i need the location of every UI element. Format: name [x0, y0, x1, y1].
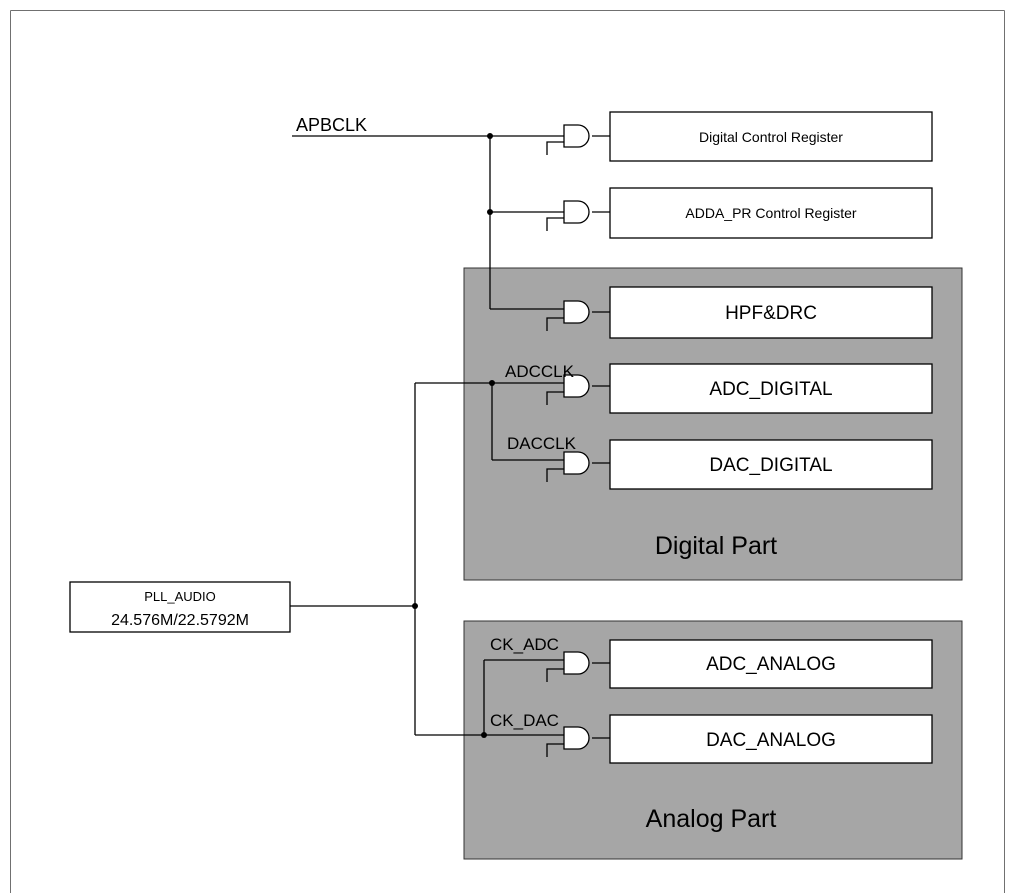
pll-audio-frequency: 24.576M/22.5792M — [111, 612, 249, 629]
outer-frame — [10, 10, 1005, 893]
block-adda-pr-control-register: ADDA_PR Control Register — [609, 187, 933, 239]
junction-dots — [412, 133, 495, 738]
adc-analog-label: ADC_ANALOG — [706, 654, 836, 675]
and-gate-dac-analog — [546, 726, 590, 757]
and-gate-digital-control — [546, 124, 590, 155]
block-hpf-drc: HPF&DRC — [609, 286, 933, 339]
apbclk-label: APBCLK — [296, 115, 367, 135]
dac-digital-label: DAC_DIGITAL — [709, 455, 832, 476]
block-digital-control-register: Digital Control Register — [609, 111, 933, 162]
pll-audio-name: PLL_AUDIO — [144, 589, 216, 604]
and-gate-dac-digital — [546, 451, 590, 482]
and-gate-hpf-drc — [546, 300, 590, 331]
digital-control-register-label: Digital Control Register — [699, 129, 843, 145]
block-adc-analog: ADC_ANALOG — [609, 639, 933, 689]
dacclk-label: DACCLK — [507, 434, 577, 453]
hpf-drc-label: HPF&DRC — [725, 303, 817, 324]
ck-dac-label: CK_DAC — [490, 711, 559, 730]
and-gate-adc-digital — [546, 374, 590, 405]
block-adc-digital: ADC_DIGITAL — [609, 363, 933, 414]
block-dac-digital: DAC_DIGITAL — [609, 439, 933, 490]
analog-part-title: Analog Part — [646, 805, 777, 833]
adda-pr-control-register-label: ADDA_PR Control Register — [685, 205, 857, 221]
ck-adc-label: CK_ADC — [490, 635, 559, 654]
adcclk-label: ADCCLK — [505, 362, 575, 381]
and-gate-adc-analog — [546, 651, 590, 682]
pll-audio-source: PLL_AUDIO 24.576M/22.5792M — [69, 581, 291, 633]
dac-analog-label: DAC_ANALOG — [706, 730, 836, 751]
digital-part-title: Digital Part — [655, 532, 777, 560]
block-dac-analog: DAC_ANALOG — [609, 714, 933, 764]
adc-digital-label: ADC_DIGITAL — [709, 379, 832, 400]
and-gate-adda-pr — [546, 200, 590, 231]
